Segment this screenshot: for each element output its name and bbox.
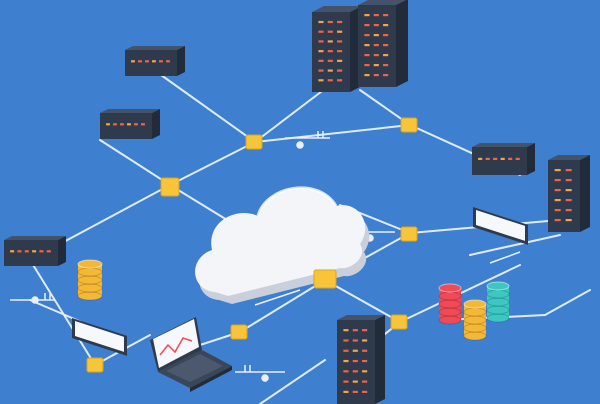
server-rack-icon: [337, 315, 385, 404]
circuit-glyph-left: [10, 293, 55, 304]
server-rack-icon: [100, 109, 160, 139]
tablet-icon: [72, 318, 127, 356]
circuit-glyph-bottom: [235, 365, 285, 382]
database-icon: [77, 259, 103, 301]
server-rack-icon: [358, 0, 408, 87]
router-node-icon: [313, 269, 337, 289]
tablet-icon: [473, 207, 528, 245]
router-node-icon: [160, 177, 180, 197]
router-node-icon: [230, 324, 248, 340]
server-rack-icon: [4, 236, 66, 266]
server-racks: [4, 0, 590, 404]
circuit-glyph-top: [285, 131, 330, 149]
server-rack-icon: [312, 6, 362, 92]
router-node-icon: [390, 314, 408, 330]
database-icon: [463, 299, 487, 341]
server-rack-icon: [472, 143, 535, 175]
router-node-icon: [245, 134, 263, 150]
router-node-icon: [400, 226, 418, 242]
router-node-icon: [86, 357, 104, 373]
database-icon: [438, 283, 462, 325]
arrow-marks: [254, 251, 521, 306]
router-node-icon: [400, 117, 418, 133]
router-nodes: [86, 117, 418, 373]
server-rack-icon: [548, 155, 590, 232]
laptop-icon: [150, 317, 232, 392]
database-stacks: [77, 259, 510, 341]
database-icon: [486, 281, 510, 323]
server-rack-icon: [125, 46, 185, 76]
